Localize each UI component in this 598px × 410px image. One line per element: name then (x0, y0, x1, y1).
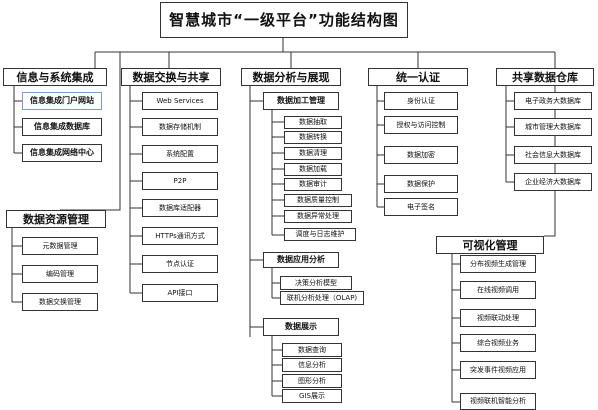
info-item-portal: 信息集成门户网站 (22, 92, 102, 110)
display-item-info-analysis: 信息分析 (282, 358, 342, 372)
resource-item-metadata: 元数据管理 (22, 237, 98, 255)
resource-item-exchange: 数据交换管理 (22, 293, 98, 311)
resource-item-encoding: 编码管理 (22, 265, 98, 283)
warehouse-item-enterprise: 企业经济大数据库 (514, 173, 592, 191)
warehouse-item-egov: 电子政务大数据库 (514, 92, 592, 110)
auth-item-signature: 电子签名 (384, 198, 458, 216)
module-visual-management: 可视化管理 (436, 236, 544, 254)
analysis-group-processing: 数据加工管理 (263, 92, 339, 110)
info-item-network: 信息集成网络中心 (22, 144, 102, 162)
processing-item-extract: 数据抽取 (284, 116, 342, 129)
diagram-title: 智慧城市“一级平台”功能结构图 (160, 2, 408, 38)
module-info-integration: 信息与系统集成 (3, 68, 107, 86)
analysis-group-application: 数据应用分析 (263, 252, 339, 268)
processing-item-exception: 数据异常处理 (284, 210, 352, 223)
info-item-database: 信息集成数据库 (22, 118, 102, 136)
exchange-item-config: 系统配置 (142, 145, 218, 163)
exchange-item-adapter: 数据库适配器 (142, 199, 218, 217)
application-item-olap: 联机分析处理（OLAP) (280, 291, 364, 305)
module-data-resource: 数据资源管理 (6, 210, 106, 228)
auth-item-encryption: 数据加密 (384, 146, 458, 164)
visual-item-generation: 分布视频生成管理 (460, 255, 536, 273)
display-item-query: 数据查询 (282, 343, 342, 357)
exchange-item-storage: 数据存储机制 (142, 118, 218, 136)
analysis-group-display: 数据展示 (263, 318, 339, 336)
module-shared-warehouse: 共享数据仓库 (496, 68, 594, 86)
display-item-gis: GIS展示 (282, 389, 342, 403)
exchange-item-webservices: Web Services (142, 92, 218, 110)
processing-item-quality: 数据质量控制 (284, 194, 352, 207)
visual-item-emergency: 突发事件视频应用 (460, 361, 536, 379)
auth-item-protection: 数据保护 (384, 175, 458, 193)
exchange-item-node-auth: 节点认证 (142, 255, 218, 273)
application-item-decision: 决策分析模型 (280, 276, 352, 290)
visual-item-online-call: 在线视频调用 (460, 281, 536, 299)
module-data-exchange: 数据交换与共享 (121, 68, 221, 86)
exchange-item-https: HTTPs通讯方式 (142, 227, 218, 245)
auth-item-access-control: 授权与访问控制 (384, 116, 458, 134)
processing-item-transform: 数据转换 (284, 131, 342, 144)
warehouse-item-social: 社会信息大数据库 (514, 146, 592, 164)
processing-item-load: 数据加载 (284, 163, 342, 176)
processing-item-cleanse: 数据清理 (284, 147, 342, 160)
processing-item-schedule: 调度与日志维护 (284, 228, 356, 241)
display-item-graph-analysis: 图形分析 (282, 374, 342, 388)
visual-item-integrated: 综合视频业务 (460, 334, 536, 352)
exchange-item-api: API接口 (142, 284, 218, 302)
warehouse-item-city: 城市管理大数据库 (514, 118, 592, 136)
visual-item-intelligent: 视频联机智能分析 (460, 393, 536, 410)
exchange-item-p2p: P2P (142, 172, 218, 190)
auth-item-identity: 身份认证 (384, 92, 458, 110)
module-unified-auth: 统一认证 (368, 68, 468, 86)
visual-item-linkage: 视频联动处理 (460, 309, 536, 327)
module-data-analysis: 数据分析与展现 (241, 68, 341, 86)
processing-item-audit: 数据审计 (284, 178, 342, 191)
